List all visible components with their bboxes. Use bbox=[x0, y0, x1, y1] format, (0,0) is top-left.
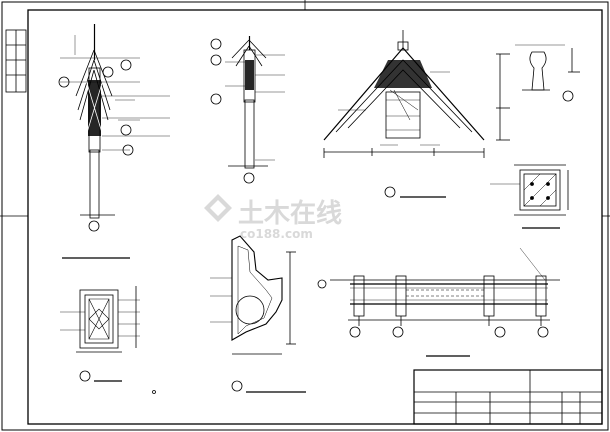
binding-strip bbox=[5, 29, 27, 93]
rail-elevation bbox=[317, 247, 560, 357]
finial-detail bbox=[515, 44, 580, 102]
bracket-plan bbox=[210, 235, 306, 393]
column-section-square bbox=[490, 164, 569, 229]
watermark-title: 土木在线 bbox=[238, 199, 342, 229]
watermark-logo-icon bbox=[204, 194, 232, 222]
watermark: 土木在线 co188.com bbox=[204, 194, 342, 241]
post-elevation-small bbox=[210, 36, 285, 184]
post-elevation-large bbox=[58, 24, 170, 232]
roof-section bbox=[323, 30, 485, 198]
watermark-url: co188.com bbox=[240, 227, 313, 241]
title-block bbox=[413, 369, 603, 425]
lattice-panel bbox=[60, 257, 156, 394]
roof-height-dimension bbox=[496, 53, 510, 141]
